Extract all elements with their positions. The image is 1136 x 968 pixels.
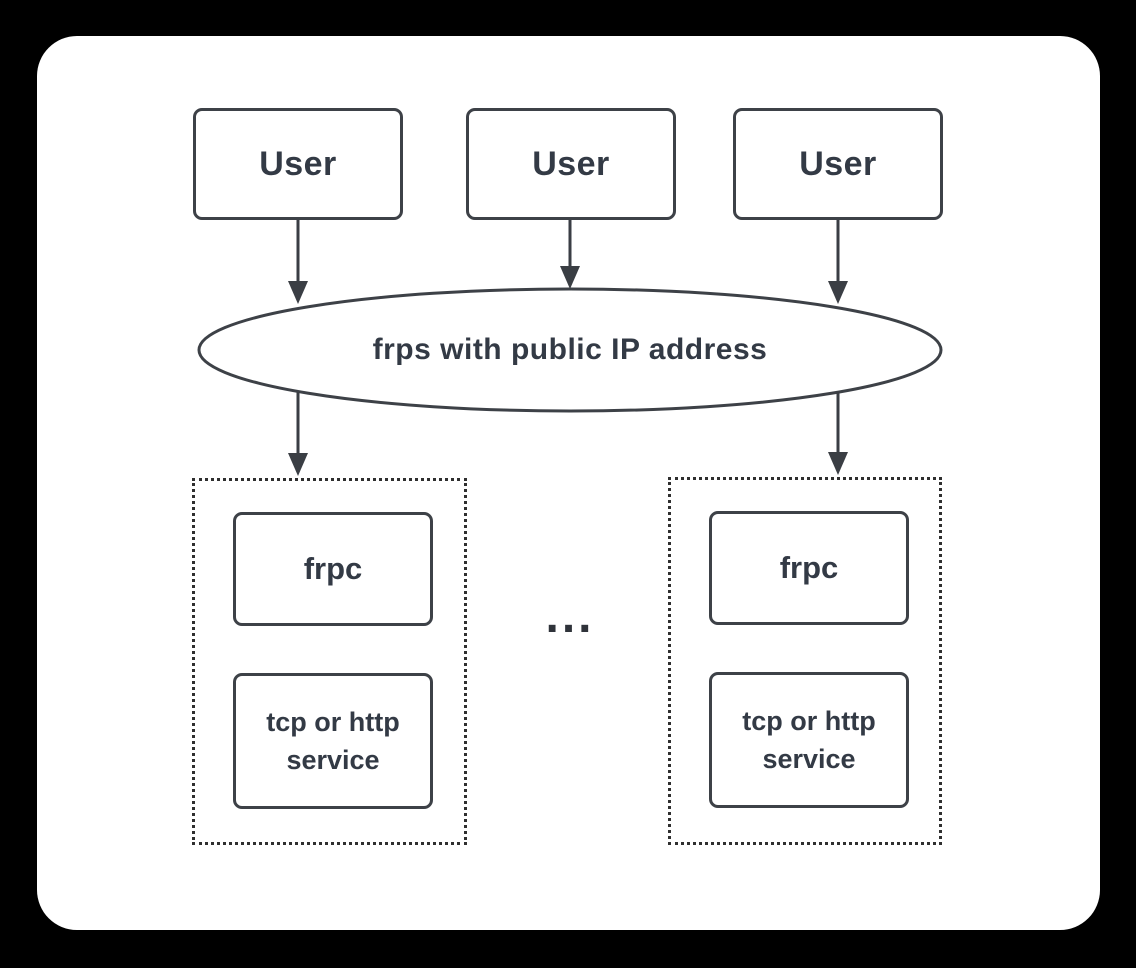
service-node-left: tcp or http service xyxy=(233,673,433,809)
service-node-right-label: tcp or http service xyxy=(742,706,876,774)
user-node-2-label: User xyxy=(532,144,610,183)
client-group-left: frpc tcp or http service xyxy=(192,478,467,845)
user-node-1-label: User xyxy=(259,144,337,183)
frpc-node-right: frpc xyxy=(709,511,909,625)
frps-node-label: frps with public IP address xyxy=(372,333,768,366)
client-group-right: frpc tcp or http service xyxy=(668,477,942,845)
frpc-node-left: frpc xyxy=(233,512,433,626)
user-node-3-label: User xyxy=(799,144,877,183)
frpc-node-right-label: frpc xyxy=(779,550,839,585)
service-node-right: tcp or http service xyxy=(709,672,909,808)
service-node-left-label: tcp or http service xyxy=(266,707,400,775)
frpc-node-left-label: frpc xyxy=(303,551,363,586)
user-node-1: User xyxy=(193,108,403,220)
user-node-2: User xyxy=(466,108,676,220)
user-node-3: User xyxy=(733,108,943,220)
ellipsis-separator: ... xyxy=(545,590,595,643)
